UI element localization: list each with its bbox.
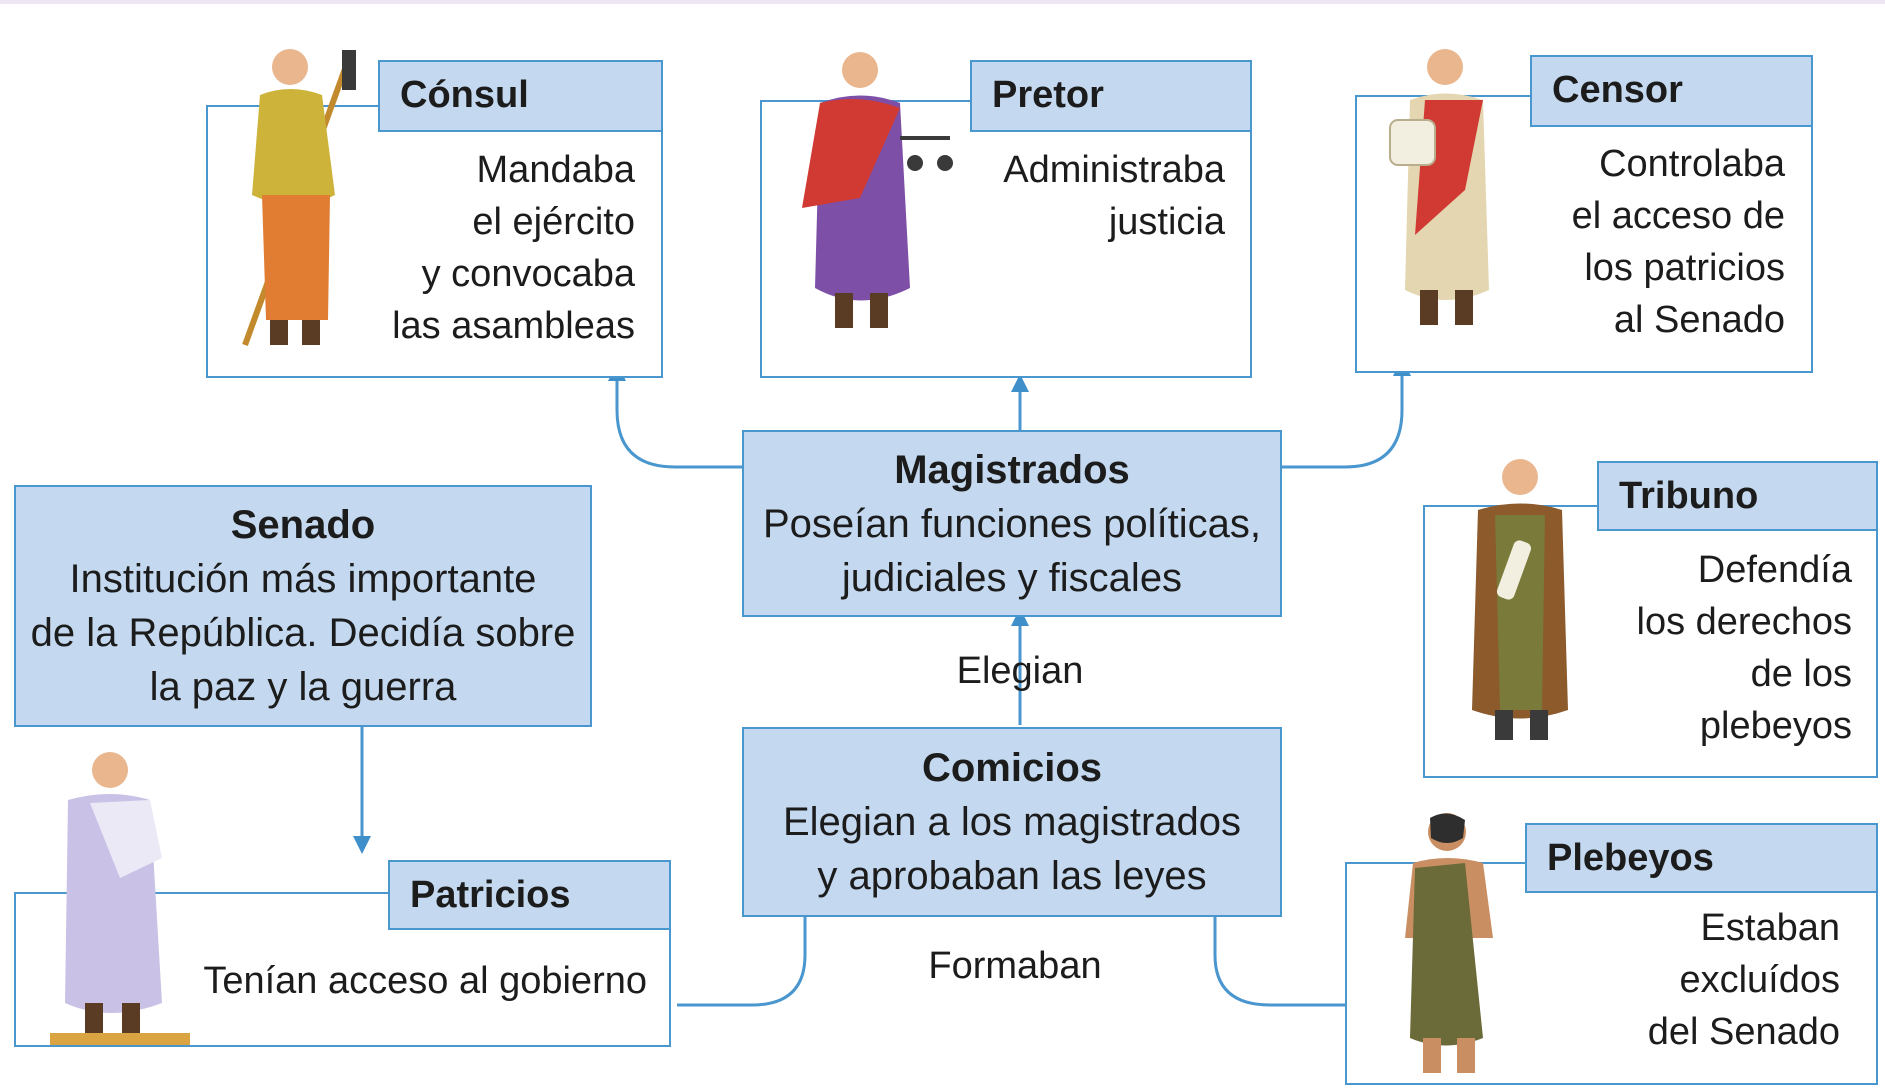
edge-magistrados-censor bbox=[1282, 358, 1411, 469]
pretor-figure bbox=[802, 52, 953, 328]
tribuno-description: Defendía los derechos de los plebeyos bbox=[1636, 549, 1852, 747]
censor-figure bbox=[1389, 49, 1489, 325]
pretor-title: Pretor bbox=[970, 60, 1252, 132]
magistrados-node: Magistrados Poseían funciones políticas,… bbox=[742, 430, 1282, 617]
plebeyos-title: Plebeyos bbox=[1525, 823, 1878, 893]
edge-plebeyos-comicios bbox=[1206, 896, 1345, 1007]
patricios-figure bbox=[50, 752, 190, 1045]
plebeyos-figure bbox=[1405, 813, 1493, 1073]
consul-title: Cónsul bbox=[378, 60, 663, 132]
magistrados-title: Magistrados bbox=[894, 447, 1130, 492]
senado-title: Senado bbox=[230, 503, 376, 547]
edge-magistrados-consul bbox=[608, 363, 742, 469]
tribuno-figure bbox=[1472, 459, 1568, 740]
plebeyos-description: Estaban excluídos del Senado bbox=[1647, 907, 1840, 1053]
top-strip bbox=[0, 0, 1885, 4]
tribuno-title: Tribuno bbox=[1597, 461, 1878, 531]
consul-figure bbox=[242, 49, 356, 347]
comicios-node: Comicios Elegian a los magistrados y apr… bbox=[742, 727, 1282, 917]
consul-description: Mandaba el ejército y convocaba las asam… bbox=[392, 149, 635, 347]
edge-patricios-comicios bbox=[677, 896, 814, 1007]
patricios-title: Patricios bbox=[388, 860, 671, 930]
comicios-title: Comicios bbox=[921, 746, 1103, 790]
patricios-description: Tenían acceso al gobierno bbox=[203, 960, 647, 1002]
magistrados-description: Poseían funciones políticas, judiciales … bbox=[762, 501, 1262, 600]
edge-label-elegian: Elegian bbox=[956, 650, 1084, 692]
censor-title: Censor bbox=[1530, 55, 1813, 127]
pretor-description: Administraba justicia bbox=[1003, 149, 1225, 243]
senado-node: Senado Institución más importante de la … bbox=[14, 485, 592, 727]
censor-description: Controlaba el acceso de los patricios al… bbox=[1571, 143, 1785, 341]
comicios-description: Elegian a los magistrados y aprobaban la… bbox=[782, 800, 1242, 898]
edge-label-formaban: Formaban bbox=[928, 945, 1102, 987]
senado-description: Institución más importante de la Repúbli… bbox=[30, 557, 576, 709]
